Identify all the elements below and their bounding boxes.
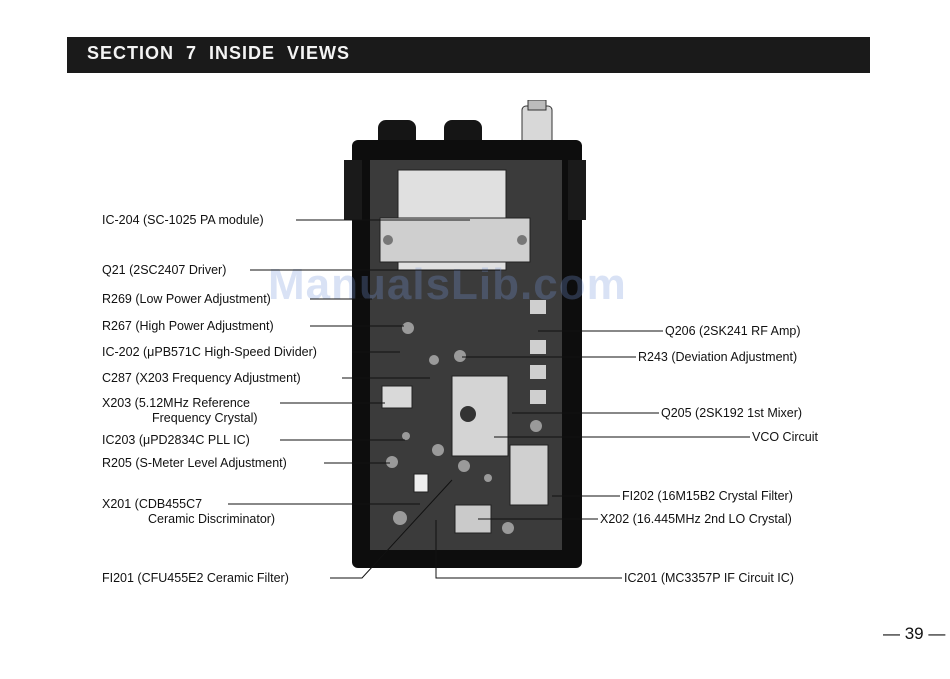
section-title: SECTION 7 INSIDE VIEWS	[87, 43, 351, 63]
label-fi202: FI202 (16M15B2 Crystal Filter)	[622, 489, 793, 503]
label-ic204: IC-204 (SC-1025 PA module)	[102, 213, 264, 227]
label-ic201: IC201 (MC3357P IF Circuit IC)	[624, 571, 794, 585]
label-x203-line2: Frequency Crystal)	[152, 411, 258, 425]
radio-interior-photo	[344, 100, 586, 568]
label-r243: R243 (Deviation Adjustment)	[638, 350, 798, 364]
label-q206: Q206 (2SK241 RF Amp)	[665, 324, 801, 338]
label-vco: VCO Circuit	[752, 430, 818, 444]
label-q205: Q205 (2SK192 1st Mixer)	[661, 406, 803, 420]
label-r205: R205 (S-Meter Level Adjustment)	[102, 456, 287, 470]
label-c287: C287 (X203 Frequency Adjustment)	[102, 371, 301, 385]
label-x202: X202 (16.445MHz 2nd LO Crystal)	[600, 512, 792, 526]
label-r269: R269 (Low Power Adjustment)	[102, 292, 271, 306]
label-x203: X203 (5.12MHz Reference	[102, 396, 250, 410]
watermark-text: ManualsLib.com	[268, 260, 627, 309]
label-q21: Q21 (2SC2407 Driver)	[102, 263, 227, 277]
section-header-bar: SECTION 7 INSIDE VIEWS	[67, 37, 870, 73]
label-r267: R267 (High Power Adjustment)	[102, 319, 274, 333]
label-x201: X201 (CDB455C7	[102, 497, 203, 511]
page-number: — 39 —	[883, 624, 946, 643]
label-ic202: IC-202 (μPB571C High-Speed Divider)	[102, 345, 317, 359]
label-x201-line2: Ceramic Discriminator)	[148, 512, 276, 526]
label-ic203: IC203 (μPD2834C PLL IC)	[102, 433, 250, 447]
label-fi201: FI201 (CFU455E2 Ceramic Filter)	[102, 571, 289, 585]
